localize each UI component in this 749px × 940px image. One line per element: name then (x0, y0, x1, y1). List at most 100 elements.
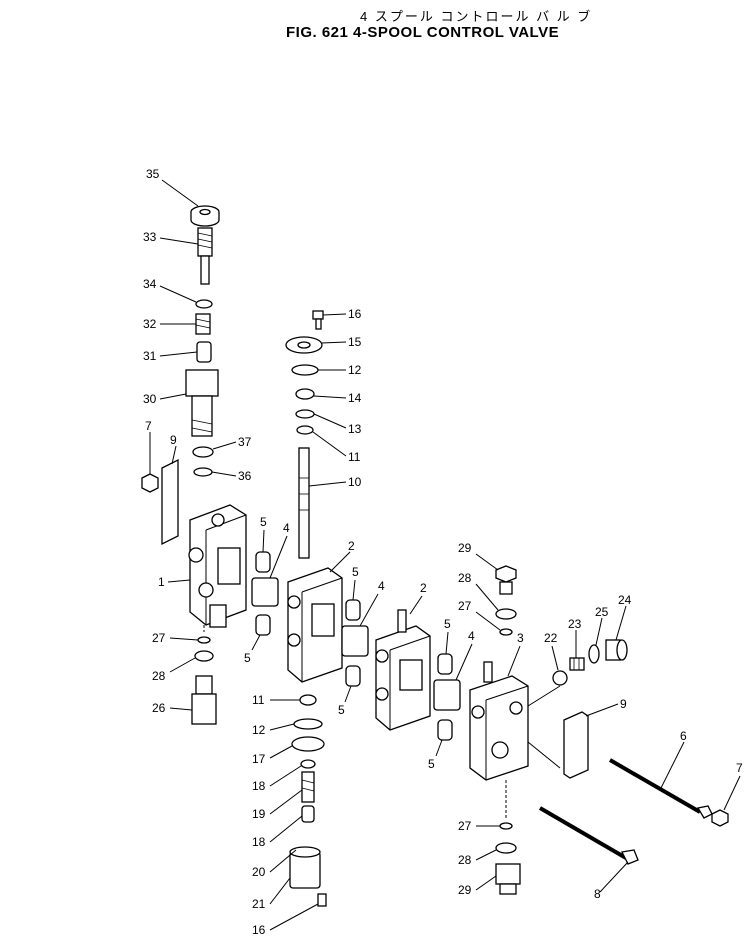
part-27-o-ring-top (499, 628, 513, 636)
part-28-o-ring-left (194, 650, 214, 662)
callout-2-a: 2 (348, 539, 355, 553)
callout-5-d: 5 (338, 703, 345, 717)
callout-4-a: 4 (283, 521, 290, 535)
callout-36: 36 (238, 469, 252, 483)
part-22-ball (552, 670, 568, 686)
part-18-retainer-a (300, 759, 316, 769)
part-4-gasket-plate-c (433, 679, 461, 711)
part-27-o-ring-left (197, 636, 211, 644)
callout-7-right: 7 (736, 761, 743, 775)
part-16-bolt-bottom (317, 893, 327, 907)
callout-20: 20 (252, 865, 266, 879)
part-3-end-section (469, 661, 529, 781)
callout-12-bottom: 12 (252, 723, 266, 737)
part-25-o-ring (588, 644, 600, 664)
callout-11-top: 11 (348, 450, 361, 464)
part-23-spring (569, 657, 585, 671)
callout-5-e: 5 (444, 617, 451, 631)
callout-28-left: 28 (152, 669, 166, 683)
part-35-nut (190, 205, 220, 227)
callout-11-bottom: 11 (252, 693, 265, 707)
callout-10: 10 (348, 475, 362, 489)
callout-16-top: 16 (348, 307, 362, 321)
part-18-retainer-b (301, 805, 315, 823)
callout-28-top: 28 (458, 571, 472, 585)
part-29-plug-bottom (495, 863, 521, 895)
callout-5-f: 5 (428, 757, 435, 771)
callout-29-bottom: 29 (458, 883, 472, 897)
callout-23: 23 (568, 617, 582, 631)
callout-33: 33 (143, 230, 157, 244)
part-2-valve-section-b (375, 609, 431, 731)
callout-19: 19 (252, 807, 266, 821)
part-27-o-ring-bottom (499, 822, 513, 830)
callout-27-top: 27 (458, 599, 472, 613)
part-4-gasket-plate-b (341, 625, 369, 657)
callout-21: 21 (252, 897, 266, 911)
part-16-bolt-top (312, 310, 324, 330)
callout-27-bottom: 27 (458, 819, 472, 833)
figure-title-japanese: 4 スプール コントロール バ ル ブ (360, 9, 593, 24)
callout-1: 1 (158, 575, 165, 589)
part-26-plug (191, 675, 217, 725)
callout-12-top: 12 (348, 363, 362, 377)
part-11-o-ring-top (296, 425, 314, 435)
part-5-gasket-f (437, 719, 453, 741)
callout-5-a: 5 (260, 515, 267, 529)
callout-24: 24 (618, 593, 632, 607)
callout-5-c: 5 (352, 565, 359, 579)
callout-34: 34 (143, 277, 157, 291)
part-14-seal (295, 388, 315, 400)
callout-29-top: 29 (458, 541, 472, 555)
callout-3: 3 (517, 631, 524, 645)
callout-30: 30 (143, 392, 157, 406)
callout-13: 13 (348, 422, 362, 436)
callout-26: 26 (152, 701, 166, 715)
callout-18-a: 18 (252, 779, 266, 793)
part-5-gasket-a (255, 551, 271, 573)
callout-7-left: 7 (145, 419, 152, 433)
part-5-gasket-c (345, 599, 361, 621)
callout-32: 32 (143, 317, 157, 331)
callout-37: 37 (238, 435, 252, 449)
part-21-cap (289, 846, 321, 889)
part-36-o-ring (193, 467, 213, 477)
part-5-gasket-d (345, 665, 361, 687)
part-8-tie-rod (538, 806, 639, 865)
part-33-adjust-screw (197, 227, 213, 285)
callout-27-left: 27 (152, 631, 166, 645)
part-11-o-ring-bottom (299, 694, 317, 706)
callout-9-right: 9 (620, 697, 627, 711)
callout-5-b: 5 (244, 651, 251, 665)
part-31-poppet (196, 341, 212, 363)
part-7-nut-right (711, 809, 729, 827)
callout-28-bottom: 28 (458, 853, 472, 867)
callout-18-b: 18 (252, 835, 266, 849)
callout-6: 6 (680, 729, 687, 743)
callout-35: 35 (146, 167, 160, 181)
callout-8: 8 (594, 887, 601, 901)
part-9-bracket-left (161, 458, 179, 546)
callout-4-b: 4 (378, 579, 385, 593)
part-9-bracket-right (563, 711, 589, 779)
figure-title: FIG. 621 4-SPOOL CONTROL VALVE (286, 24, 560, 41)
part-7-nut-left (141, 473, 159, 493)
part-5-gasket-e (437, 653, 453, 675)
part-30-relief-valve (185, 369, 219, 437)
part-32-spring (195, 313, 211, 335)
callout-15: 15 (348, 335, 362, 349)
callout-17: 17 (252, 752, 266, 766)
part-12-plate-top (291, 364, 319, 376)
part-4-gasket-plate-a (251, 577, 279, 607)
callout-9-left: 9 (170, 433, 177, 447)
part-12-plate-bottom (293, 718, 323, 730)
part-28-o-ring-top (495, 608, 517, 620)
callout-14: 14 (348, 391, 362, 405)
callout-22: 22 (544, 631, 558, 645)
callout-25: 25 (595, 605, 609, 619)
part-2-valve-section-a (287, 567, 343, 683)
part-24-plug (605, 639, 628, 661)
part-1-valve-section (188, 504, 247, 628)
callout-2-b: 2 (420, 581, 427, 595)
